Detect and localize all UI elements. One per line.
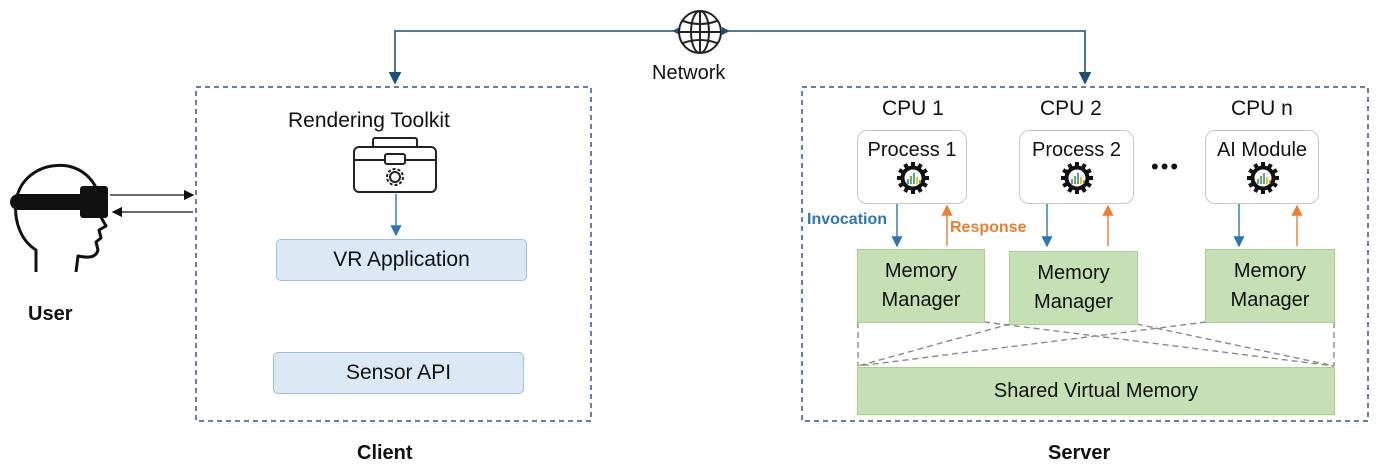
client-caption: Client [357, 442, 413, 464]
server-caption: Server [1048, 442, 1111, 464]
process-1-box: Process 1 [857, 130, 967, 204]
memory-manager-n: Memory Manager [1205, 249, 1335, 323]
vr-application-box: VR Application [276, 239, 527, 281]
vr-headset-user-icon [10, 163, 108, 273]
cpu-2-label: CPU 2 [1040, 97, 1102, 120]
memory-manager-1: Memory Manager [857, 249, 985, 323]
gear-chart-icon [1061, 162, 1093, 194]
process-2-box: Process 2 [1019, 130, 1134, 204]
toolbox-gear-icon [353, 137, 437, 193]
ai-module-box: AI Module [1205, 130, 1319, 204]
server-container [801, 86, 1369, 422]
shared-virtual-memory-box: Shared Virtual Memory [857, 367, 1335, 415]
memory-links [857, 321, 1335, 367]
memory-manager-2: Memory Manager [1009, 251, 1138, 325]
sensor-api-box: Sensor API [273, 352, 524, 394]
cpu-n-label: CPU n [1231, 97, 1293, 120]
network-to-client-arrow [388, 30, 675, 85]
ai-module-label: AI Module [1216, 139, 1308, 161]
toolkit-label: Rendering Toolkit [288, 109, 450, 132]
network-to-server-arrow [727, 30, 1092, 85]
process-1-label: Process 1 [867, 139, 957, 161]
cpu-1-label: CPU 1 [882, 97, 944, 120]
invocation-label: Invocation [807, 211, 888, 228]
user-label: User [28, 303, 73, 325]
client-container [195, 86, 592, 422]
process-2-label: Process 2 [1032, 139, 1121, 161]
network-label: Network [652, 62, 726, 84]
globe-icon [678, 10, 722, 54]
ellipsis: ••• [1151, 154, 1181, 179]
gear-chart-icon [1247, 162, 1279, 194]
gear-chart-icon [897, 162, 929, 194]
globe-right-arrowhead [722, 27, 730, 35]
response-label: Response [950, 219, 1027, 236]
globe-left-arrowhead [672, 27, 680, 35]
